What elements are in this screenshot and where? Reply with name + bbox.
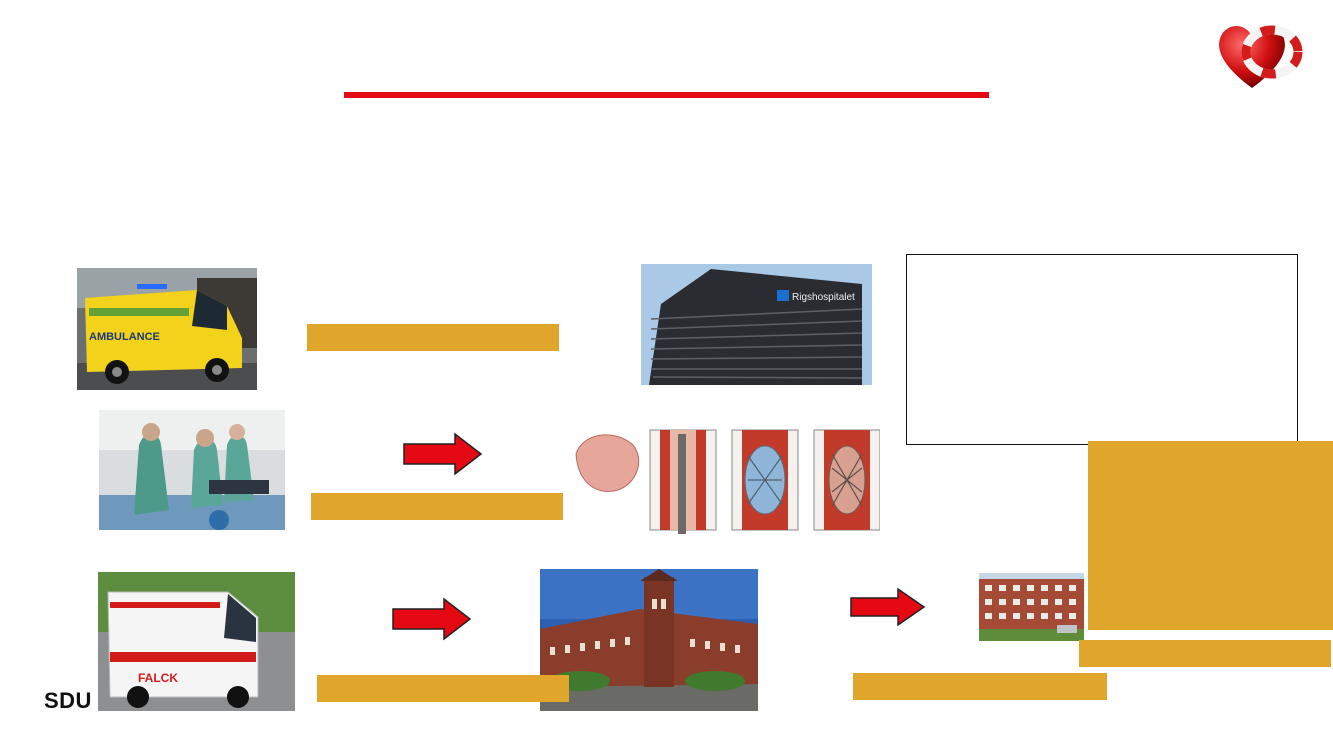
label-bar bbox=[317, 675, 569, 702]
svg-text:FALCK: FALCK bbox=[138, 671, 178, 685]
apartment-building-photo bbox=[979, 573, 1084, 641]
hospital-building-photo: Rigshospitalet bbox=[641, 264, 872, 385]
falck-ambulance-photo: FALCK bbox=[98, 572, 295, 711]
cath-lab-photo bbox=[99, 410, 285, 530]
label-bar bbox=[853, 673, 1107, 700]
right-arrow-icon bbox=[403, 432, 483, 476]
right-arrow-icon bbox=[392, 597, 472, 641]
stent-diagram bbox=[572, 424, 880, 538]
svg-text:Rigshospitalet: Rigshospitalet bbox=[792, 292, 855, 303]
label-bar bbox=[307, 324, 559, 351]
title-rule bbox=[344, 92, 989, 98]
label-bar bbox=[311, 493, 563, 520]
ambulance-photo: AMBULANCE bbox=[77, 268, 257, 390]
label-bar bbox=[1079, 640, 1331, 667]
regional-hospital-photo bbox=[540, 569, 758, 711]
highlight-panel bbox=[1088, 441, 1333, 630]
heart-lifebuoy-icon bbox=[1212, 18, 1304, 92]
right-arrow-icon bbox=[850, 587, 926, 627]
text-box bbox=[906, 254, 1298, 445]
svg-text:AMBULANCE: AMBULANCE bbox=[89, 331, 160, 343]
sdu-logo: SDU bbox=[44, 688, 92, 714]
